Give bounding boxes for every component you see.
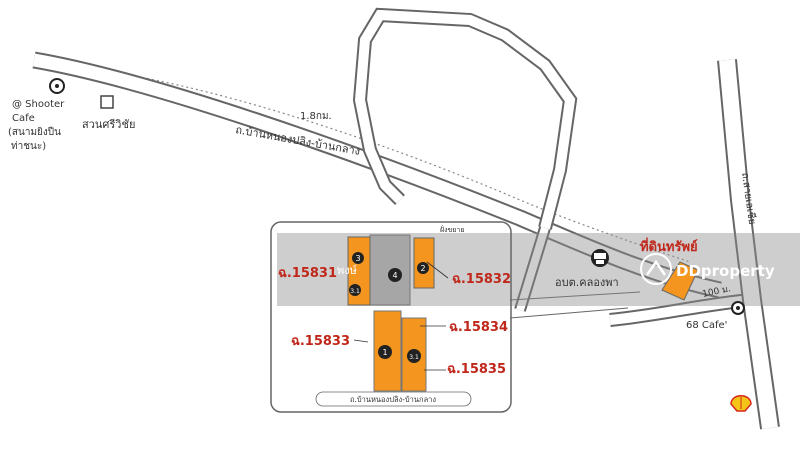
- plot-3-1a-number: 3.1: [350, 288, 360, 295]
- shooter-cafe-line4: ท่าชนะ): [11, 141, 46, 152]
- dotted-route: [77, 67, 691, 263]
- land-label: ที่ดินทรัพย์: [640, 237, 698, 255]
- inset-road-label: ถ.บ้านหนองปลิง-บ้านกลาง: [350, 395, 436, 404]
- deed-15834: ฉ.15834: [449, 320, 508, 335]
- spur-road: [609, 295, 751, 325]
- deed-15831: ฉ.15831: [278, 266, 337, 281]
- deed-15832: ฉ.15832: [452, 272, 511, 287]
- shooter-cafe-line3: (สนามยิงปืน: [8, 126, 61, 138]
- inset-top-label: ฝั่งขยาย: [440, 225, 464, 234]
- suan-sriwichai-label: สวนศรีวิชัย: [82, 118, 135, 131]
- plot-3-number: 3: [355, 254, 360, 263]
- deed-15833: ฉ.15833: [291, 334, 350, 349]
- loop-road: [354, 9, 576, 230]
- vertical-road: [719, 59, 778, 430]
- plot-4: [369, 234, 411, 306]
- plot-3-1b-number: 3.1: [409, 354, 419, 361]
- plot-4-number: 4: [392, 271, 397, 280]
- plot-2-number: 2: [420, 264, 425, 273]
- watermark-text: DDproperty: [676, 262, 775, 280]
- inset-top-center: พงษ์: [337, 264, 357, 277]
- land-parcel-marker: [661, 261, 699, 301]
- main-road: [32, 53, 722, 297]
- shell-station-icon: [730, 395, 752, 412]
- cafe-68-label: 68 Cafe': [686, 320, 727, 331]
- shooter-cafe-line2: Cafe: [12, 113, 35, 124]
- shooter-cafe-line1: @ Shooter: [12, 99, 65, 110]
- deed-15835: ฉ.15835: [447, 362, 506, 377]
- park-icon: [100, 95, 114, 109]
- distance-label: 1.8กม.: [300, 111, 332, 122]
- ao-bo-to-label: อบต.คลองพา: [555, 276, 619, 289]
- ddproperty-logo: [640, 253, 672, 285]
- inset-box: [270, 221, 512, 413]
- plot-1-number: 1: [382, 348, 387, 357]
